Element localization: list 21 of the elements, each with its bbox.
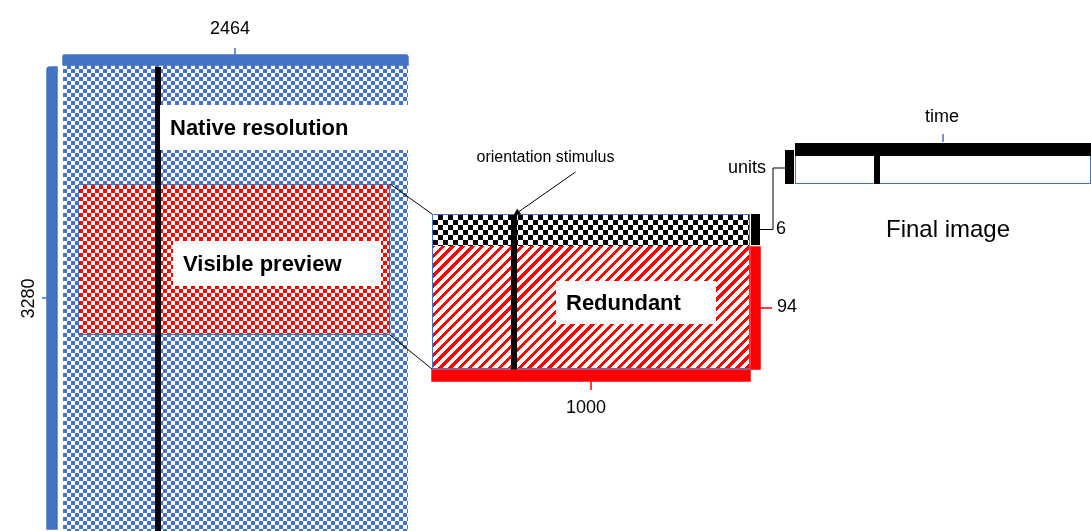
region-label: Redundant xyxy=(556,281,716,324)
units-bar xyxy=(785,150,794,184)
dimension-label: 1000 xyxy=(566,397,607,418)
dimension-label: 2464 xyxy=(210,18,251,39)
strip-title: Final image xyxy=(886,215,1011,243)
cropped-region xyxy=(432,214,750,369)
callout-label: units xyxy=(724,157,770,179)
axis-label: time xyxy=(925,106,959,127)
preview-region xyxy=(78,184,390,335)
dimension-label: 6 xyxy=(776,218,786,239)
region-label: Visible preview xyxy=(173,241,381,286)
dimension-label: 3280 xyxy=(17,278,39,319)
zoom-line xyxy=(759,167,774,230)
dimension-bracket xyxy=(751,214,760,245)
region-label: Native resolution xyxy=(160,105,408,150)
sensor-region xyxy=(63,65,408,531)
stimulus-bar xyxy=(511,215,517,370)
arrow xyxy=(513,171,576,216)
zoom-line xyxy=(772,167,786,169)
callout-label: orientation stimulus xyxy=(463,148,628,170)
dimension-label: 94 xyxy=(777,296,798,317)
